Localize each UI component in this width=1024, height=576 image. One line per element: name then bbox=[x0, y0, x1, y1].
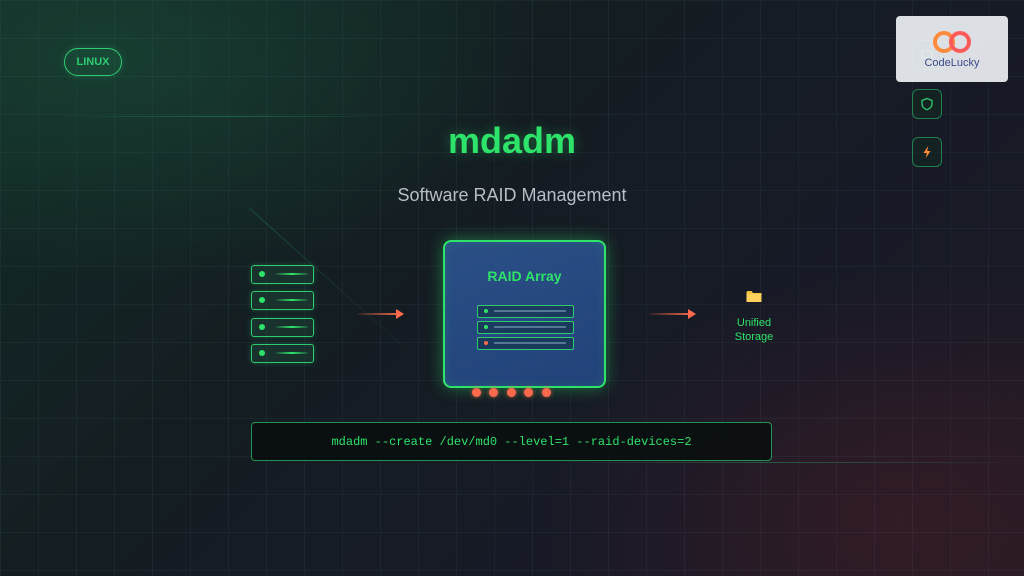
array-disk-1 bbox=[477, 305, 574, 318]
storage-label-line2: Storage bbox=[734, 331, 774, 343]
array-disk-3 bbox=[477, 337, 574, 350]
command-text: mdadm --create /dev/md0 --level=1 --raid… bbox=[331, 434, 692, 449]
unified-storage-label: Unified Storage bbox=[720, 316, 788, 344]
page-title: mdadm bbox=[447, 120, 577, 161]
arrow-disks-to-raid bbox=[358, 309, 404, 319]
input-disk-3 bbox=[251, 318, 314, 337]
input-disk-4 bbox=[251, 344, 314, 363]
input-disk-2 bbox=[251, 291, 314, 310]
input-disk-1 bbox=[251, 265, 314, 284]
status-light-4 bbox=[524, 388, 533, 397]
array-disk-2 bbox=[477, 321, 574, 334]
storage-label-line1: Unified bbox=[736, 317, 772, 329]
page-subtitle: Software RAID Management bbox=[397, 185, 627, 205]
decorative-line-diagonal bbox=[249, 208, 421, 363]
decorative-line-bottom bbox=[560, 462, 1000, 463]
raid-array-box: RAID Array bbox=[443, 240, 606, 388]
status-light-3 bbox=[507, 388, 516, 397]
logo-mark-icon bbox=[933, 31, 971, 53]
folder-icon bbox=[746, 291, 762, 302]
status-light-5 bbox=[542, 388, 551, 397]
raid-array-label: RAID Array bbox=[487, 268, 562, 284]
shield-icon bbox=[912, 89, 942, 119]
decorative-line-top bbox=[60, 116, 390, 117]
codelucky-logo: CodeLucky bbox=[896, 16, 1008, 82]
status-light-2 bbox=[489, 388, 498, 397]
status-light-1 bbox=[472, 388, 481, 397]
lightning-icon bbox=[912, 137, 942, 167]
logo-text: CodeLucky bbox=[924, 57, 980, 69]
arrow-raid-to-storage bbox=[650, 309, 696, 319]
linux-badge: LINUX bbox=[64, 48, 122, 76]
command-box: mdadm --create /dev/md0 --level=1 --raid… bbox=[251, 422, 772, 461]
